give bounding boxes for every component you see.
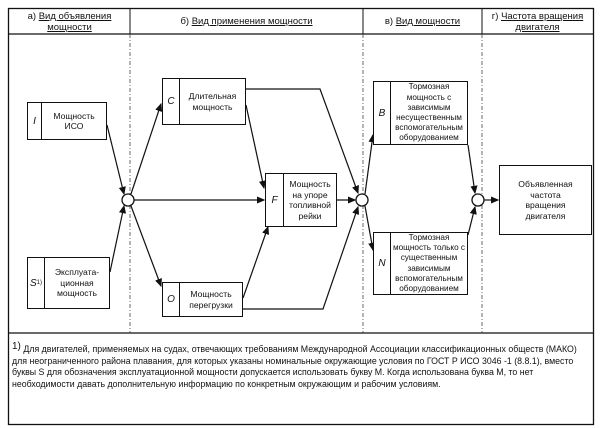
footnote: 1) Для двигателей, применяемых на судах,… (12, 341, 590, 390)
box-letter: O (163, 283, 180, 316)
footnote-ref: 1) (36, 280, 42, 286)
header-title: Вид объявления мощности (38, 10, 112, 33)
box-declared-speed: Объявленная частота вращения двигателя (499, 165, 592, 235)
header-prefix: а) (27, 10, 37, 22)
box-text: Мощность ИСО (53, 110, 95, 132)
arrow-I-to-node1 (106, 124, 126, 196)
arrow-node1-to-O (130, 205, 162, 288)
box-letter: I (28, 103, 42, 139)
header-prefix: б) (180, 16, 190, 27)
arrow-node2-to-B (364, 133, 376, 195)
box-text: Мощность на упоре топливной рейки (289, 179, 331, 221)
box-letter: F (266, 174, 284, 226)
arrow-node2-to-N (364, 205, 376, 252)
arrow-O-to-node2 (243, 205, 360, 310)
junction-node (355, 193, 369, 207)
box-iso-power: I Мощность ИСО (27, 102, 107, 140)
header-title: Вид применения мощности (191, 16, 313, 27)
header-power-type: в) Вид мощности (363, 9, 482, 34)
arrow-N-to-node3 (467, 205, 477, 236)
arrow-C-to-F (245, 104, 266, 190)
box-text: Эксплуата-ционная мощность (54, 267, 100, 299)
header-title: Частота вращения двигателя (501, 10, 584, 33)
box-text: Мощность перегрузки (189, 289, 233, 310)
box-text: Тормозная мощность только с существенным… (392, 232, 466, 293)
header-prefix: в) (384, 16, 394, 27)
box-brake-power-b: B Тормозная мощность с зависимым несущес… (373, 81, 468, 145)
arrow-C-to-node2 (246, 88, 359, 195)
box-brake-power-n: N Тормозная мощность только с существенн… (373, 232, 468, 295)
header-application-type: б) Вид применения мощности (130, 9, 363, 34)
arrow-S-to-node1 (109, 204, 127, 273)
footnote-text: Для двигателей, применяемых на судах, от… (12, 344, 577, 389)
junction-node (121, 193, 135, 207)
box-overload-power: O Мощность перегрузки (162, 282, 243, 317)
footnote-marker: 1) (12, 341, 21, 352)
header-title: Вид мощности (395, 16, 461, 27)
header-engine-speed: г) Частота вращения двигателя (482, 9, 593, 34)
arrow-B-to-node3 (467, 144, 478, 195)
arrow-node1-to-C (130, 102, 163, 195)
box-text: Тормозная мощность с зависимым несуществ… (395, 82, 463, 143)
box-text: Объявленная частота вращения двигателя (518, 179, 573, 221)
arrow-O-to-F (242, 225, 270, 299)
box-letter: C (163, 79, 180, 124)
box-continuous-power: C Длительная мощность (162, 78, 246, 125)
junction-node (471, 193, 485, 207)
outer-frame (7, 7, 595, 426)
header-declaration-type: а) Вид объявления мощности (9, 9, 130, 34)
box-letter: N (374, 233, 391, 294)
box-letter: B (374, 82, 391, 144)
box-fuel-stop-power: F Мощность на упоре топливной рейки (265, 173, 337, 227)
box-text: Длительная мощность (188, 91, 237, 112)
header-prefix: г) (491, 10, 499, 22)
letter: S (29, 277, 37, 289)
